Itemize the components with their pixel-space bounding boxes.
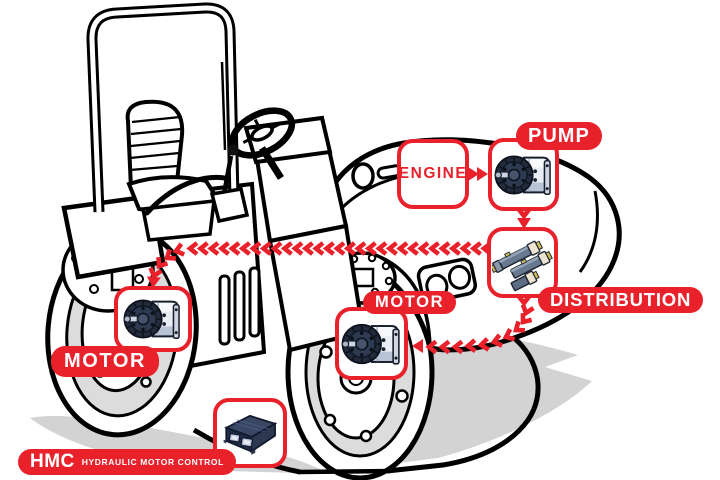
rops-frame <box>86 2 240 213</box>
gear-pump-icon <box>493 144 555 206</box>
engine-label: ENGINE <box>398 165 468 182</box>
engine-node: ENGINE <box>397 139 469 209</box>
valve-block-icon <box>492 232 554 294</box>
motor-front-node <box>114 286 192 352</box>
motor-front-label: MOTOR <box>51 346 160 377</box>
motor-rear-node <box>335 307 408 380</box>
hydraulic-motor-icon <box>340 312 404 376</box>
hmc-label: HMC HYDRAULIC MOTOR CONTROL <box>18 449 236 475</box>
distribution-label: DISTRIBUTION <box>538 287 704 313</box>
hmc-label-sub: HYDRAULIC MOTOR CONTROL <box>81 457 224 467</box>
pump-label: PUMP <box>516 122 602 150</box>
distribution-node <box>487 227 558 298</box>
drum-fork <box>61 193 166 280</box>
control-lever <box>209 144 250 224</box>
hydraulic-motor-icon <box>122 288 184 350</box>
motor-rear-label: MOTOR <box>363 291 457 314</box>
operator-seat <box>125 99 242 242</box>
hmc-label-main: HMC <box>30 451 75 472</box>
